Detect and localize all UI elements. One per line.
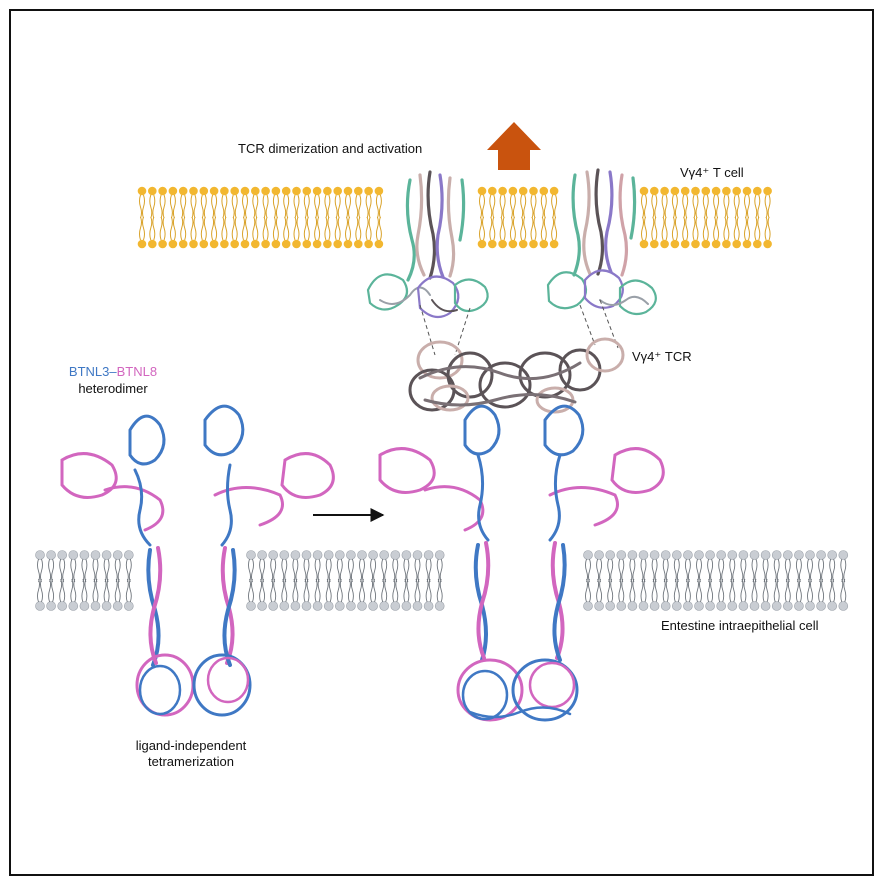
heterodimer-title: BTNL3–BTNL8 [58,364,168,380]
tcr-activation-label: TCR dimerization and activation [238,141,423,156]
tetramerization-line2: tetramerization [148,754,234,769]
tcr-label: Vγ4⁺ TCR [632,349,692,364]
btnl3-label: BTNL3 [68,364,110,379]
tetramerization-line1: ligand-independent [135,738,247,753]
t-cell-membrane [137,186,773,249]
heterodimer-label: heterodimer [78,381,148,396]
activation-arrow-icon [487,122,541,170]
vg4-tcr-row [408,337,625,414]
btnl-tetramer-before [60,404,335,717]
tcr-cd3-complex-left [366,170,489,319]
figure-frame [9,9,874,876]
entestine-label: Entestine intraepithelial cell [661,618,819,633]
tcr-cd3-complex-right [546,168,657,316]
dash-label: – [109,364,117,379]
t-cell-label: Vγ4⁺ T cell [680,165,744,180]
btnl-tetramer-after [378,404,665,722]
btnl8-label: BTNL8 [116,364,158,379]
